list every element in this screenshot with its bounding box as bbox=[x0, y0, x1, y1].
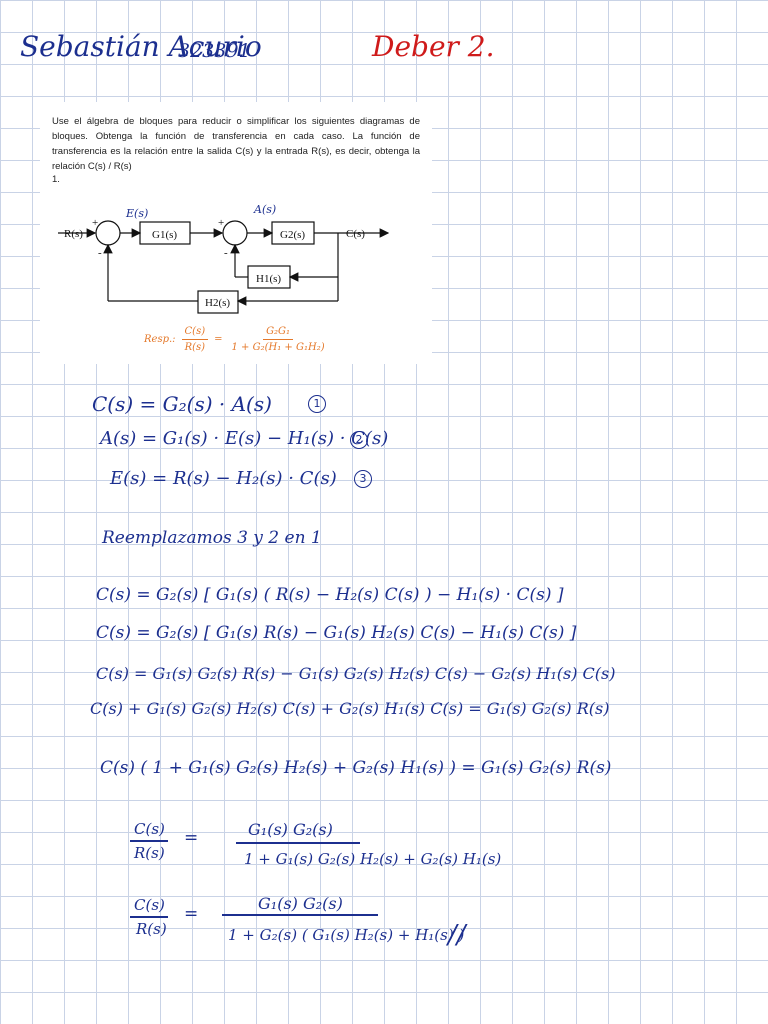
equation-3: E(s) = R(s) − H₂(s) · C(s) bbox=[110, 468, 337, 489]
frac1-lhs-num: C(s) bbox=[134, 820, 165, 838]
block-diagram: R(s) C(s) G1(s) G2(s) H1(s) H2(s) + - + … bbox=[58, 203, 390, 314]
replace-note: Reemplazamos 3 y 2 en 1 bbox=[102, 528, 322, 548]
step-1: C(s) = G₂(s) [ G₁(s) ( R(s) − H₂(s) C(s)… bbox=[96, 585, 564, 605]
step-2: C(s) = G₂(s) [ G₁(s) R(s) − G₁(s) H₂(s) … bbox=[96, 623, 577, 643]
frac1-rhs-line bbox=[236, 842, 360, 844]
equation-1-mark: 1 bbox=[308, 395, 326, 413]
problem-statement-box: Use el álgebra de bloques para reducir o… bbox=[40, 102, 432, 364]
step-5: C(s) ( 1 + G₁(s) G₂(s) H₂(s) + G₂(s) H₁(… bbox=[100, 758, 612, 778]
student-name: Sebastián Acurio bbox=[20, 30, 262, 63]
student-id: 323391 bbox=[178, 40, 251, 62]
frac2-lhs-line bbox=[130, 916, 168, 918]
answer: Resp.: C(s) R(s) = G₂G₁ 1 + G₂(H₁ + G₁H₂… bbox=[144, 324, 328, 355]
frac2-rhs-num: G₁(s) G₂(s) bbox=[258, 894, 343, 913]
problem-statement: Use el álgebra de bloques para reducir o… bbox=[52, 116, 420, 172]
frac1-rhs-num: G₁(s) G₂(s) bbox=[248, 820, 333, 839]
equation-1: C(s) = G₂(s) · A(s) bbox=[92, 392, 272, 416]
frac2-rhs-den: 1 + G₂(s) ( G₁(s) H₂(s) + H₁(s) ) bbox=[228, 926, 465, 944]
answer-lhs-fraction: C(s) R(s) bbox=[181, 324, 209, 355]
node-e-label: E(s) bbox=[125, 207, 148, 220]
answer-rhs-fraction: G₂G₁ 1 + G₂(H₁ + G₁H₂) bbox=[231, 326, 325, 353]
final-result-mark: // bbox=[448, 920, 466, 950]
input-label: R(s) bbox=[64, 228, 83, 240]
frac1-lhs-line bbox=[130, 840, 168, 842]
sign-plus-1: + bbox=[92, 217, 98, 229]
step-4: C(s) + G₁(s) G₂(s) H₂(s) C(s) + G₂(s) H₁… bbox=[90, 699, 610, 718]
frac1-rhs-den: 1 + G₁(s) G₂(s) H₂(s) + G₂(s) H₁(s) bbox=[244, 850, 502, 868]
equation-3-mark: 3 bbox=[354, 470, 372, 488]
g2-label: G2(s) bbox=[280, 229, 305, 241]
frac1-lhs-den: R(s) bbox=[134, 844, 165, 862]
answer-label: Resp.: bbox=[144, 334, 176, 345]
step-3: C(s) = G₁(s) G₂(s) R(s) − G₁(s) G₂(s) H₂… bbox=[96, 664, 616, 683]
frac2-lhs-num: C(s) bbox=[134, 896, 165, 914]
frac2-lhs-den: R(s) bbox=[136, 920, 167, 938]
assignment-title: Deber 2. bbox=[372, 30, 495, 63]
frac1-equals: = bbox=[184, 828, 199, 848]
node-a-label: A(s) bbox=[253, 203, 276, 216]
h1-label: H1(s) bbox=[256, 273, 281, 285]
sign-plus-2: + bbox=[218, 217, 224, 229]
sign-minus-2: - bbox=[224, 247, 228, 259]
h2-label: H2(s) bbox=[205, 297, 230, 309]
answer-equals: = bbox=[214, 334, 223, 345]
block-h2 bbox=[197, 290, 239, 314]
frac2-rhs-line bbox=[222, 914, 378, 916]
frac2-equals: = bbox=[184, 904, 199, 924]
sign-minus-1: - bbox=[98, 247, 102, 259]
summing-junction-2 bbox=[222, 220, 248, 246]
equation-2: A(s) = G₁(s) · E(s) − H₁(s) · C(s) bbox=[100, 428, 389, 449]
equation-2-mark: 2 bbox=[350, 431, 368, 449]
problem-number: 1. bbox=[52, 174, 60, 185]
g1-label: G1(s) bbox=[152, 229, 177, 241]
summing-junction-1 bbox=[95, 220, 121, 246]
output-label: C(s) bbox=[346, 228, 365, 240]
